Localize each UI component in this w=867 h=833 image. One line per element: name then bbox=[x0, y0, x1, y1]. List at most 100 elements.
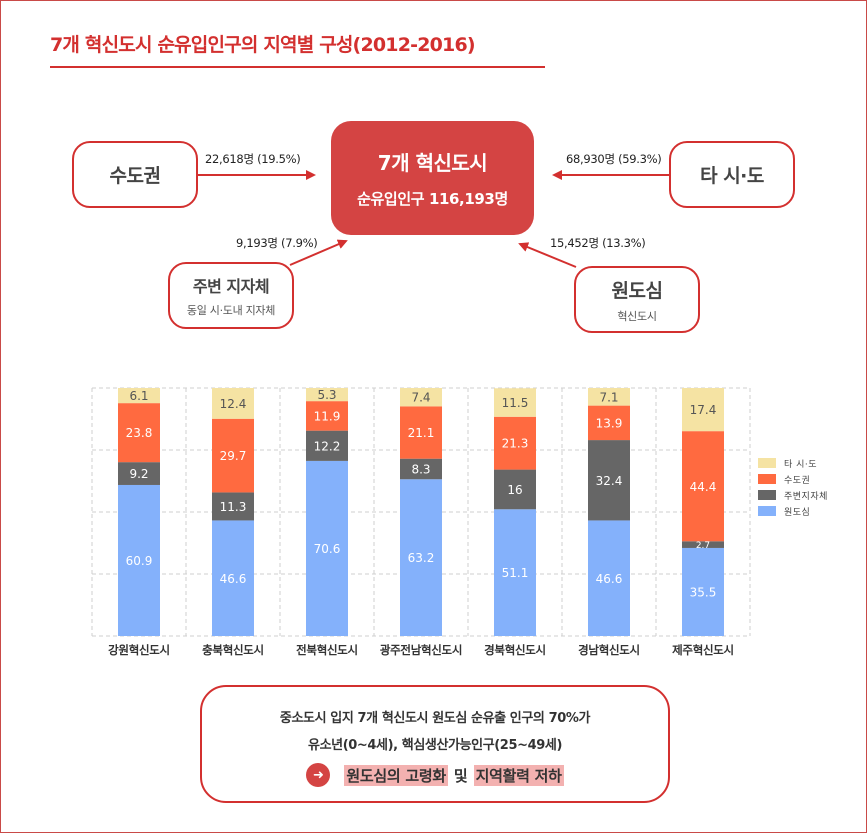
center-subtitle: 순유입인구 116,193명 bbox=[357, 190, 508, 208]
category-label: 경남혁신도시 bbox=[578, 643, 640, 657]
flow-label-origin: 15,452명 (13.3%) bbox=[550, 236, 646, 250]
data-label: 2.7 bbox=[696, 541, 710, 551]
legend-item: 원도심 bbox=[758, 503, 828, 519]
data-label: 9.2 bbox=[129, 467, 148, 481]
data-label: 29.7 bbox=[220, 449, 247, 463]
category-label: 경북혁신도시 bbox=[484, 643, 546, 657]
bar-segment bbox=[212, 418, 254, 493]
node-label: 원도심 bbox=[611, 279, 663, 302]
data-label: 12.4 bbox=[220, 397, 247, 411]
chart-legend: 타 시·도 수도권 주변지자체 원도심 bbox=[758, 455, 828, 519]
bar-segment bbox=[682, 547, 724, 636]
bar-segment bbox=[588, 520, 630, 636]
node-nearby: 주변 지자체 동일 시·도내 지자체 bbox=[168, 262, 294, 329]
node-origin: 원도심 혁신도시 bbox=[574, 266, 700, 333]
data-label: 46.6 bbox=[220, 572, 247, 586]
bar-segment bbox=[400, 479, 442, 636]
bar-segment bbox=[682, 431, 724, 542]
node-capital: 수도권 bbox=[72, 141, 198, 208]
bar-segment bbox=[682, 388, 724, 432]
node-label: 타 시·도 bbox=[700, 165, 764, 187]
legend-swatch bbox=[758, 474, 776, 484]
summary-line-1: 중소도시 입지 7개 혁신도시 원도심 순유출 인구의 70%가 bbox=[279, 711, 591, 726]
bar-segment bbox=[212, 388, 254, 419]
legend-label: 원도심 bbox=[784, 507, 811, 518]
bar-segment bbox=[118, 484, 160, 636]
bar-segment bbox=[494, 388, 536, 417]
bar-segment bbox=[118, 462, 160, 485]
category-label: 전북혁신도시 bbox=[296, 643, 358, 657]
bar-segment bbox=[400, 388, 442, 407]
legend-label: 수도권 bbox=[784, 475, 811, 486]
bar-segment bbox=[588, 440, 630, 521]
bar-segment bbox=[306, 430, 348, 461]
data-label: 7.4 bbox=[411, 391, 430, 405]
bar-segment bbox=[212, 492, 254, 521]
connector-text: 및 bbox=[453, 766, 468, 785]
arrow-nearby bbox=[289, 239, 348, 266]
node-sublabel: 혁신도시 bbox=[617, 309, 657, 323]
bar-segment bbox=[212, 520, 254, 636]
data-label: 35.5 bbox=[690, 586, 717, 600]
summary-conclusion: ➜ 원도심의 고령화 및 지역활력 저하 bbox=[202, 763, 668, 787]
bar-segment bbox=[588, 388, 630, 406]
legend-swatch bbox=[758, 458, 776, 468]
bar-segment bbox=[400, 406, 442, 459]
data-label: 16 bbox=[507, 483, 522, 497]
center-title: 7개 혁신도시 bbox=[377, 151, 488, 175]
legend-item: 수도권 bbox=[758, 471, 828, 487]
flow-label-other: 68,930명 (59.3%) bbox=[566, 152, 662, 166]
legend-item: 타 시·도 bbox=[758, 455, 828, 471]
summary-box: 중소도시 입지 7개 혁신도시 원도심 순유출 인구의 70%가 유소년(0~4… bbox=[200, 685, 670, 803]
summary-line-2: 유소년(0~4세), 핵심생산가능인구(25~49세) bbox=[308, 738, 562, 753]
legend-label: 타 시·도 bbox=[784, 459, 818, 470]
bar-segment bbox=[494, 509, 536, 636]
bar-segment bbox=[118, 403, 160, 463]
bar-segment bbox=[306, 460, 348, 636]
highlight-aging: 원도심의 고령화 bbox=[344, 764, 448, 786]
stacked-bar-chart: 60.99.223.86.146.611.329.712.470.612.211… bbox=[91, 387, 751, 637]
bar-segment bbox=[306, 401, 348, 431]
data-label: 60.9 bbox=[126, 554, 153, 568]
chart-bars bbox=[118, 388, 724, 636]
flow-label-nearby: 9,193명 (7.9%) bbox=[236, 236, 318, 250]
data-label: 11.5 bbox=[502, 396, 529, 410]
data-label: 8.3 bbox=[411, 463, 430, 477]
center-node: 7개 혁신도시 순유입인구 116,193명 bbox=[331, 121, 534, 235]
arrow-origin bbox=[518, 242, 577, 268]
data-label: 5.3 bbox=[317, 388, 336, 402]
legend-item: 주변지자체 bbox=[758, 487, 828, 503]
category-label: 강원혁신도시 bbox=[108, 643, 170, 657]
data-label: 51.1 bbox=[502, 566, 529, 580]
data-label: 21.1 bbox=[408, 426, 435, 440]
bar-segment bbox=[494, 416, 536, 470]
bar-segment bbox=[306, 388, 348, 402]
chart-value-labels: 60.99.223.86.146.611.329.712.470.612.211… bbox=[126, 388, 717, 599]
data-label: 46.6 bbox=[596, 572, 623, 586]
legend-label: 주변지자체 bbox=[784, 491, 828, 502]
flow-label-capital: 22,618명 (19.5%) bbox=[205, 152, 301, 166]
node-label: 수도권 bbox=[109, 165, 161, 187]
node-other: 타 시·도 bbox=[669, 141, 795, 208]
arrow-right-icon: ➜ bbox=[306, 763, 331, 787]
bar-segment bbox=[400, 458, 442, 480]
page-title: 7개 혁신도시 순유입인구의 지역별 구성(2012-2016) bbox=[50, 34, 476, 56]
category-label: 광주전남혁신도시 bbox=[379, 643, 463, 657]
data-label: 32.4 bbox=[596, 474, 623, 488]
data-label: 70.6 bbox=[314, 542, 341, 556]
data-label: 44.4 bbox=[690, 480, 717, 494]
legend-swatch bbox=[758, 506, 776, 516]
bar-segment bbox=[682, 541, 724, 548]
category-label: 충북혁신도시 bbox=[202, 643, 264, 657]
flow-arrows bbox=[198, 170, 669, 268]
data-label: 6.1 bbox=[129, 389, 148, 403]
category-label: 제주혁신도시 bbox=[672, 643, 734, 657]
data-label: 7.1 bbox=[599, 390, 618, 404]
data-label: 21.3 bbox=[502, 437, 529, 451]
data-label: 12.2 bbox=[314, 439, 341, 453]
bar-segment bbox=[118, 388, 160, 404]
data-label: 11.3 bbox=[220, 500, 247, 514]
bar-segment bbox=[494, 469, 536, 510]
node-sublabel: 동일 시·도내 지자체 bbox=[186, 304, 276, 317]
node-label: 주변 지자체 bbox=[192, 277, 270, 296]
